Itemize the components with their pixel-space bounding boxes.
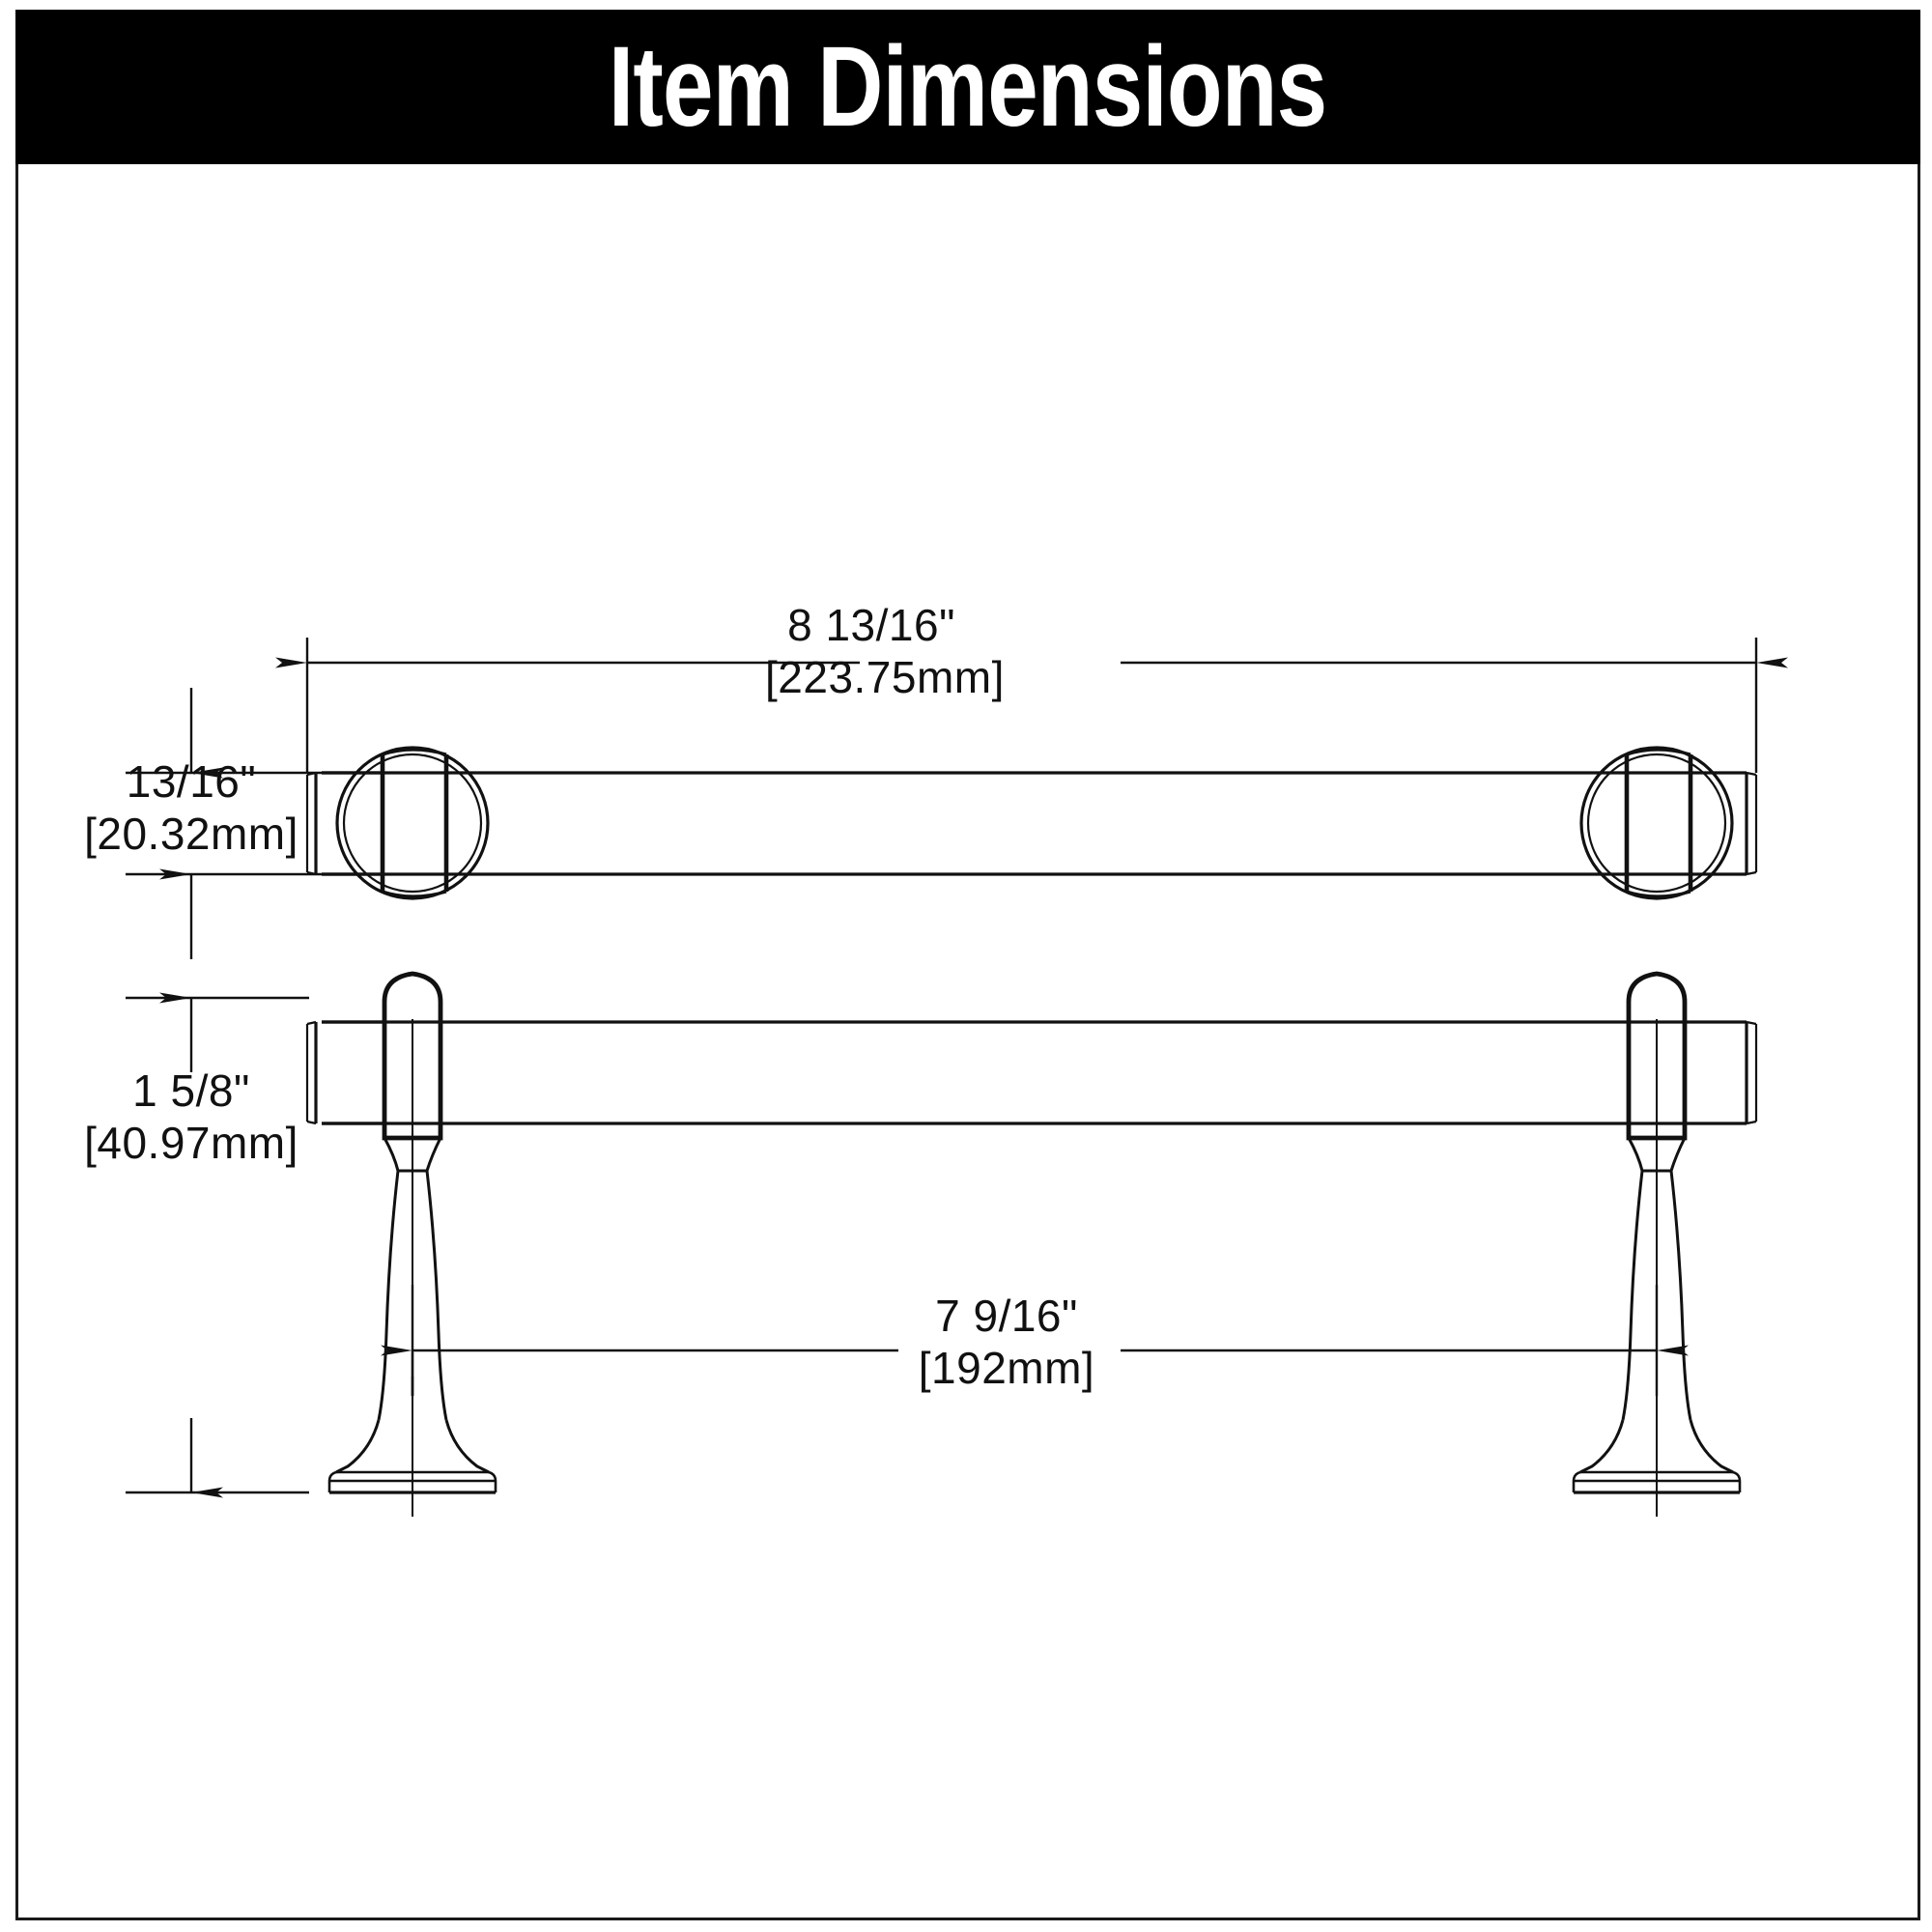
top-view-left-bar-stub: [322, 771, 383, 876]
center-to-center-metric: [192mm]: [918, 1343, 1095, 1394]
dimension-label-center-to-center: 7 9/16" [192mm]: [900, 1290, 1113, 1395]
page-title: Item Dimensions: [609, 23, 1327, 151]
dimension-label-overall-length: 8 13/16" [223.75mm]: [765, 599, 1005, 704]
centerlines: [412, 1019, 1658, 1517]
top-view-left-endcap: [305, 771, 318, 876]
dimension-label-bar-depth: 13/16" [20.32mm]: [75, 755, 307, 861]
title-bar: Item Dimensions: [15, 10, 1920, 164]
side-view-bar: [322, 1020, 1642, 1125]
projection-imperial: 1 5/8": [132, 1065, 250, 1116]
side-view-right-endcap: [1642, 1020, 1758, 1125]
top-view-bar: [322, 771, 1642, 876]
drawing-frame: [15, 164, 1920, 1920]
dim-overall-length: [275, 638, 1788, 773]
side-view-left-post: [322, 971, 497, 1494]
overall-length-metric: [223.75mm]: [765, 652, 1005, 703]
bar-depth-imperial: 13/16": [126, 756, 257, 807]
side-view-left-endcap: [305, 1020, 318, 1125]
bar-depth-metric: [20.32mm]: [84, 809, 298, 860]
top-view-right-endcap: [1642, 771, 1758, 876]
overall-length-imperial: 8 13/16": [787, 600, 955, 650]
center-to-center-imperial: 7 9/16": [935, 1291, 1078, 1341]
dim-center-to-center: [381, 1285, 1689, 1396]
top-view-right-footplate: [1579, 746, 1734, 900]
dim-bar-depth: [126, 688, 322, 959]
projection-metric: [40.97mm]: [84, 1118, 298, 1169]
dim-projection: [126, 992, 309, 1498]
top-view-left-footplate: [335, 746, 490, 900]
dimension-label-projection: 1 5/8" [40.97mm]: [75, 1065, 307, 1170]
